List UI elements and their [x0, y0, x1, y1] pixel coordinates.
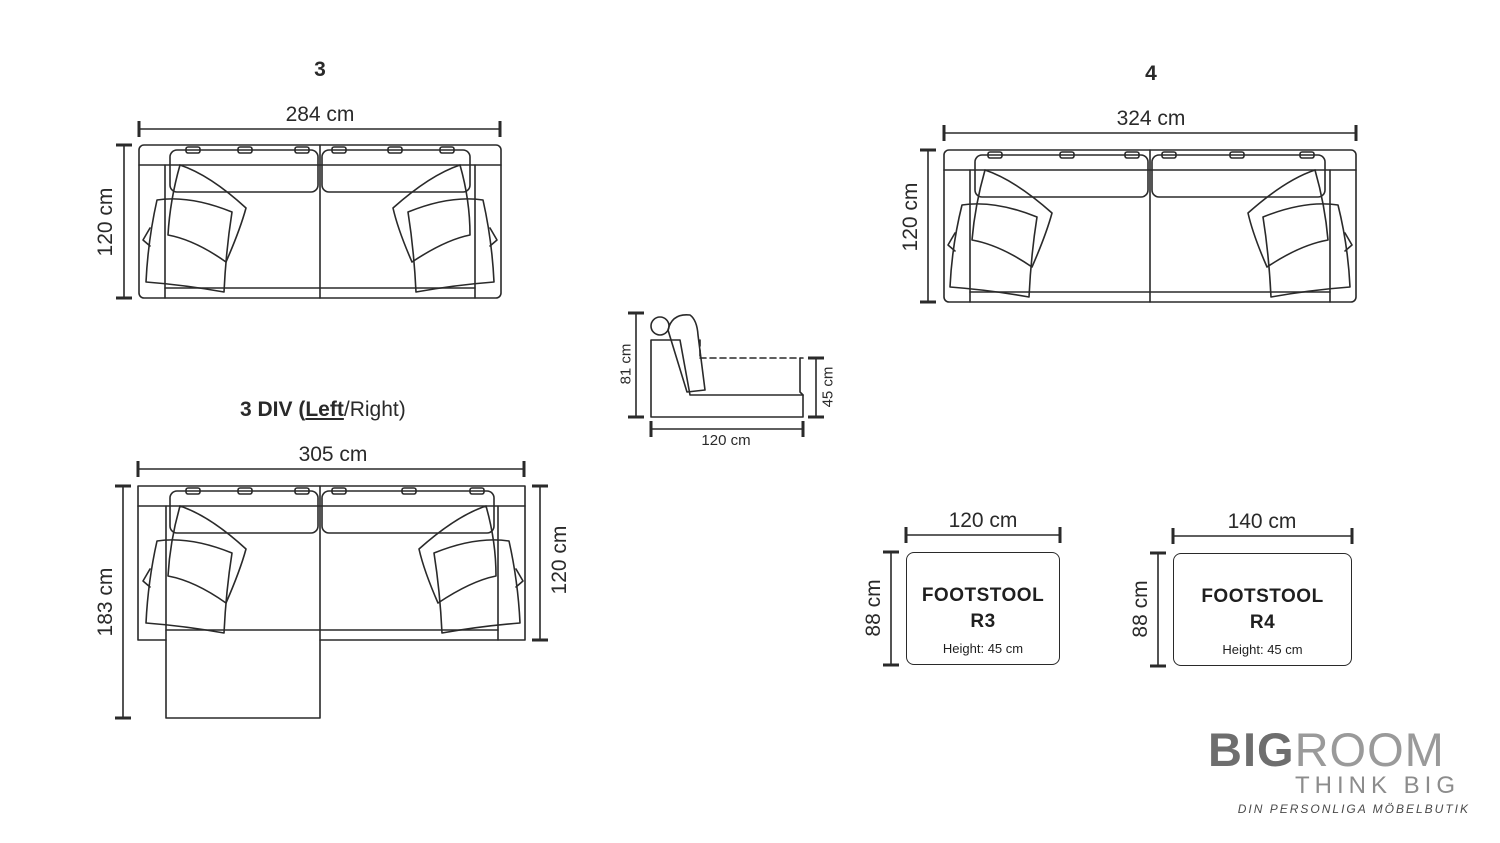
logo-tagline: THINK BIG [1294, 772, 1460, 799]
logo-wordmark: BIGROOM [1208, 726, 1470, 774]
sofa-3div-width: 305 cm [298, 443, 368, 466]
footstool-r4-name-line2: R4 [1249, 612, 1276, 633]
sofa-3-drawing [116, 121, 502, 300]
sofa-3-width: 284 cm [285, 103, 355, 126]
side-view-drawing [628, 311, 824, 437]
sofa-3-title: 3 [314, 58, 326, 81]
footstool-r3-depth: 88 cm [862, 579, 885, 637]
sofa-3div-drawing [115, 461, 548, 720]
sofa-3div-title-suffix: /Right) [343, 398, 406, 421]
logo-room: ROOM [1294, 723, 1445, 776]
side-view-seat-height: 45 cm [819, 366, 837, 408]
footstool-r4-name: FOOTSTOOL R4 [1174, 584, 1351, 636]
sofa-4-width: 324 cm [1116, 107, 1186, 130]
footstool-r3-name-line2: R3 [970, 611, 996, 632]
side-view-depth: 120 cm [701, 432, 751, 449]
footstool-r4-depth: 88 cm [1129, 580, 1152, 638]
sofa-3-depth: 120 cm [94, 187, 117, 257]
logo-subtitle: DIN PERSONLIGA MÖBELBUTIK [1237, 802, 1470, 816]
sofa-4-drawing [920, 125, 1358, 304]
bigroom-logo: BIGROOM THINK BIG DIN PERSONLIGA MÖBELBU… [1208, 726, 1470, 817]
footstool-r3-height: Height: 45 cm [942, 641, 1024, 656]
sofa-4-title: 4 [1145, 62, 1157, 85]
sofa-3div-depth-total: 183 cm [94, 567, 117, 637]
footstool-r3-box: FOOTSTOOL R3 Height: 45 cm [906, 552, 1060, 665]
sofa-4-depth: 120 cm [899, 182, 922, 252]
footstool-r4-box: FOOTSTOOL R4 Height: 45 cm [1173, 553, 1352, 666]
sofa-3div-title: 3 DIV (Left/Right) [240, 398, 406, 422]
footstool-dimension-lines [883, 527, 1354, 668]
side-view-height: 81 cm [617, 343, 635, 385]
sofa-3div-title-left: Left [305, 398, 344, 421]
footstool-r4-width: 140 cm [1227, 510, 1297, 533]
sofa-3div-title-prefix: 3 DIV ( [240, 398, 306, 421]
footstool-r3-name: FOOTSTOOL R3 [907, 583, 1059, 635]
footstool-r3-width: 120 cm [948, 509, 1018, 532]
footstool-r4-name-line1: FOOTSTOOL [1201, 586, 1324, 607]
sofa-3div-depth: 120 cm [548, 525, 571, 595]
footstool-r4-height: Height: 45 cm [1222, 642, 1303, 657]
footstool-r3-name-line1: FOOTSTOOL [921, 585, 1045, 606]
logo-big: BIG [1208, 723, 1295, 776]
